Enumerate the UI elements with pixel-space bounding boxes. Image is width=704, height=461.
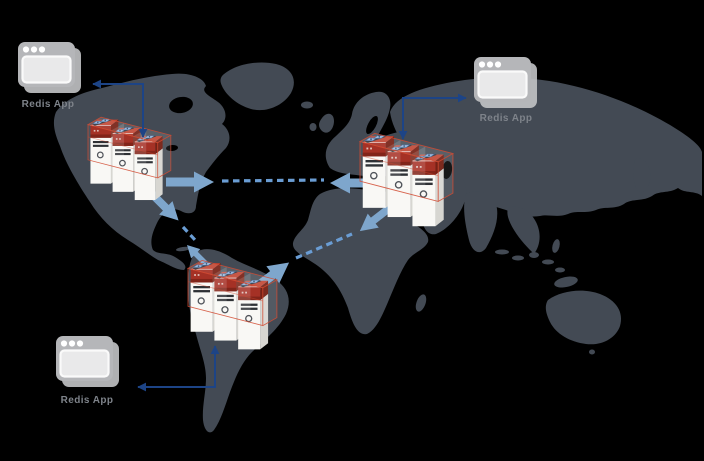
- redis-app-northwest: Redis App: [16, 40, 83, 110]
- continent-africa: [292, 188, 429, 335]
- continent-australia: [545, 290, 622, 345]
- world-map: [53, 62, 702, 433]
- region-southeast-asia: [507, 206, 540, 254]
- island-ireland: [309, 123, 317, 131]
- sync-links: [141, 171, 398, 301]
- island-indonesia-1: [495, 249, 509, 255]
- island-indonesia-3: [529, 252, 539, 258]
- redis-app-icon: [16, 40, 83, 95]
- baltic-sea: [366, 115, 378, 135]
- island-indonesia-4: [542, 259, 554, 265]
- app-connection-arrow-south: [137, 345, 220, 392]
- sync-link-na-sa: [141, 183, 213, 271]
- redis-app-icon: [54, 334, 121, 389]
- island-cuba: [176, 246, 190, 252]
- sync-link-na-eu: [166, 171, 378, 194]
- region-india: [464, 191, 498, 253]
- app-connection-arrow-northeast: [398, 93, 467, 140]
- sync-dash-line: [221, 178, 325, 183]
- island-new-guinea: [554, 276, 578, 288]
- continent-asia: [390, 77, 702, 217]
- island-greenland: [220, 62, 294, 111]
- island-indonesia-2: [512, 255, 524, 261]
- hudson-bay: [169, 96, 193, 114]
- redis-app-label: Redis App: [61, 395, 114, 406]
- island-indonesia-5: [555, 267, 565, 273]
- island-japan: [633, 158, 651, 193]
- island-iceland: [301, 101, 313, 109]
- redis-app-south: Redis App: [54, 334, 121, 406]
- app-connection-arrow-northwest: [92, 79, 148, 138]
- redis-app-label: Redis App: [480, 113, 533, 124]
- redis-app-icon: [472, 55, 539, 110]
- redis-app-label: Redis App: [22, 99, 75, 110]
- island-tasmania: [589, 349, 595, 355]
- island-britain: [319, 113, 334, 133]
- redis-app-northeast: Redis App: [472, 55, 539, 124]
- island-philippines: [552, 239, 560, 253]
- sync-dash-line: [181, 225, 198, 243]
- island-madagascar: [415, 294, 427, 312]
